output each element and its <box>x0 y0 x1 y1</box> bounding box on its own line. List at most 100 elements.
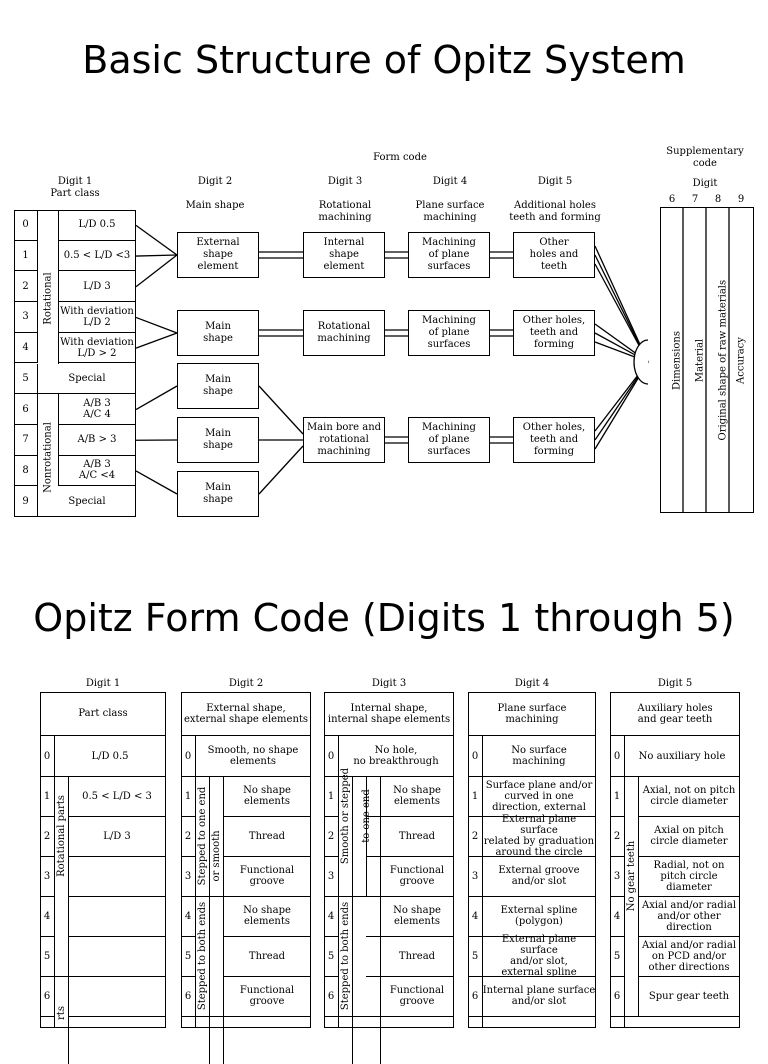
d2-cell: Functional groove <box>223 976 311 1016</box>
supp-material: Material <box>695 296 706 426</box>
table-digit-heading: Digit 1 <box>40 676 166 690</box>
nonrotational-label: Nonrotational <box>43 414 54 502</box>
row-number: 4 <box>181 896 195 936</box>
part-class-number: 5 <box>14 364 38 395</box>
side-divider <box>209 776 210 1064</box>
connector-line <box>136 255 177 256</box>
row-line <box>195 1016 311 1017</box>
row-line <box>40 1016 54 1017</box>
d5-holes-teeth-box: Other holes and teeth <box>513 232 595 278</box>
d5-holes-teeth-forming-box: Other holes, teeth and forming <box>513 310 595 356</box>
table-digit-heading: Digit 4 <box>468 676 596 690</box>
rotational-label: Rotational <box>43 259 54 339</box>
table-digit-heading: Digit 5 <box>610 676 740 690</box>
d3-cell: Functional groove <box>380 976 454 1016</box>
rotational-parts-label-cut: rts <box>54 993 68 1033</box>
part-class-number: 1 <box>14 241 38 272</box>
part-class-description: A/B > 3 <box>58 425 136 456</box>
row-number: 3 <box>181 856 195 896</box>
row-number: 6 <box>468 976 482 1016</box>
row-line <box>324 776 338 777</box>
d3-cell: Thread <box>380 816 454 856</box>
part-class-description: A/B 3 A/C <4 <box>58 456 136 487</box>
d5-cell: Axial and/or radial and/or other directi… <box>638 896 740 936</box>
table-column-title: Part class <box>40 692 166 736</box>
connector-line <box>136 333 177 348</box>
d1-cell <box>68 936 166 976</box>
row-number: 1 <box>181 776 195 816</box>
row-line <box>54 976 68 977</box>
connector-line <box>259 446 303 494</box>
d3-side-label: Smooth or stepped <box>338 756 352 876</box>
row-line <box>181 816 195 817</box>
row-line <box>40 816 54 817</box>
connector-line <box>259 386 303 434</box>
no-gear-teeth-label: No gear teeth <box>624 816 638 936</box>
d2-cell: No shape elements <box>223 776 311 816</box>
row-number: 2 <box>181 816 195 856</box>
part-class-number: 0 <box>14 210 38 241</box>
row-number: 0 <box>40 736 54 776</box>
part-class-description: L/D 3 <box>58 271 136 302</box>
d2-cell: Smooth, no shape elements <box>195 736 311 776</box>
row-number: 5 <box>468 936 482 976</box>
row-number: 1 <box>324 776 338 816</box>
row-number: 0 <box>181 736 195 776</box>
row-line <box>40 976 54 977</box>
row-line <box>40 936 54 937</box>
row-number: 3 <box>324 856 338 896</box>
d4-plane-machining-box: Machining of plane surfaces <box>408 232 490 278</box>
table-digit-heading: Digit 3 <box>324 676 454 690</box>
row-line <box>40 856 54 857</box>
d3-internal-shape-box: Internal shape element <box>303 232 385 278</box>
row-number: 4 <box>40 896 54 936</box>
d4-plane-machining-box: Machining of plane surfaces <box>408 417 490 463</box>
row-line <box>624 1016 740 1017</box>
connector-line <box>136 317 177 333</box>
row-number: 4 <box>610 896 624 936</box>
row-line <box>181 776 195 777</box>
part-class-description: With deviation L/D > 2 <box>58 333 136 364</box>
d2-side-label: or smooth <box>209 826 223 886</box>
row-number: 2 <box>610 816 624 856</box>
d4-cell: No surface machining <box>482 736 596 776</box>
row-number: 1 <box>468 776 482 816</box>
supp-accuracy: Accuracy <box>736 296 747 426</box>
d5-holes-teeth-forming-box: Other holes, teeth and forming <box>513 417 595 463</box>
row-number: 5 <box>610 936 624 976</box>
row-line <box>610 816 624 817</box>
d2-cell: Functional groove <box>223 856 311 896</box>
row-number: 5 <box>181 936 195 976</box>
row-number: 0 <box>468 736 482 776</box>
d4-cell: Internal plane surface and/or slot <box>482 976 596 1016</box>
row-line <box>181 1016 195 1017</box>
d5-cell: Axial, not on pitch circle diameter <box>638 776 740 816</box>
d2-side-label: Stepped to one end <box>195 776 209 896</box>
d5-cell: Axial and/or radial on PCD and/or other … <box>638 936 740 976</box>
row-number: 0 <box>610 736 624 776</box>
part-class-description: Special <box>38 364 136 395</box>
row-number: 1 <box>610 776 624 816</box>
row-number: 2 <box>324 816 338 856</box>
d2-side-label: Stepped to both ends <box>195 896 209 1016</box>
part-class-number: 9 <box>14 486 38 517</box>
d2-cell: Thread <box>223 936 311 976</box>
d3-side-label: Stepped to both ends <box>338 896 352 1016</box>
connector-line <box>136 255 177 287</box>
digit-label: Digit <box>680 178 730 190</box>
d1-cell <box>68 896 166 936</box>
table-digit-heading: Digit 2 <box>181 676 311 690</box>
d5-cell: Radial, not on pitch circle diameter <box>638 856 740 896</box>
row-line <box>324 816 338 817</box>
side-divider <box>366 776 367 896</box>
row-number: 6 <box>610 976 624 1016</box>
row-number: 6 <box>324 976 338 1016</box>
part-class-number: 8 <box>14 456 38 487</box>
d2-main-shape-box: Main shape <box>177 363 259 409</box>
row-number: 5 <box>324 936 338 976</box>
supp-original-shape: Original shape of raw materials <box>718 281 729 441</box>
d1-cell <box>68 856 166 896</box>
